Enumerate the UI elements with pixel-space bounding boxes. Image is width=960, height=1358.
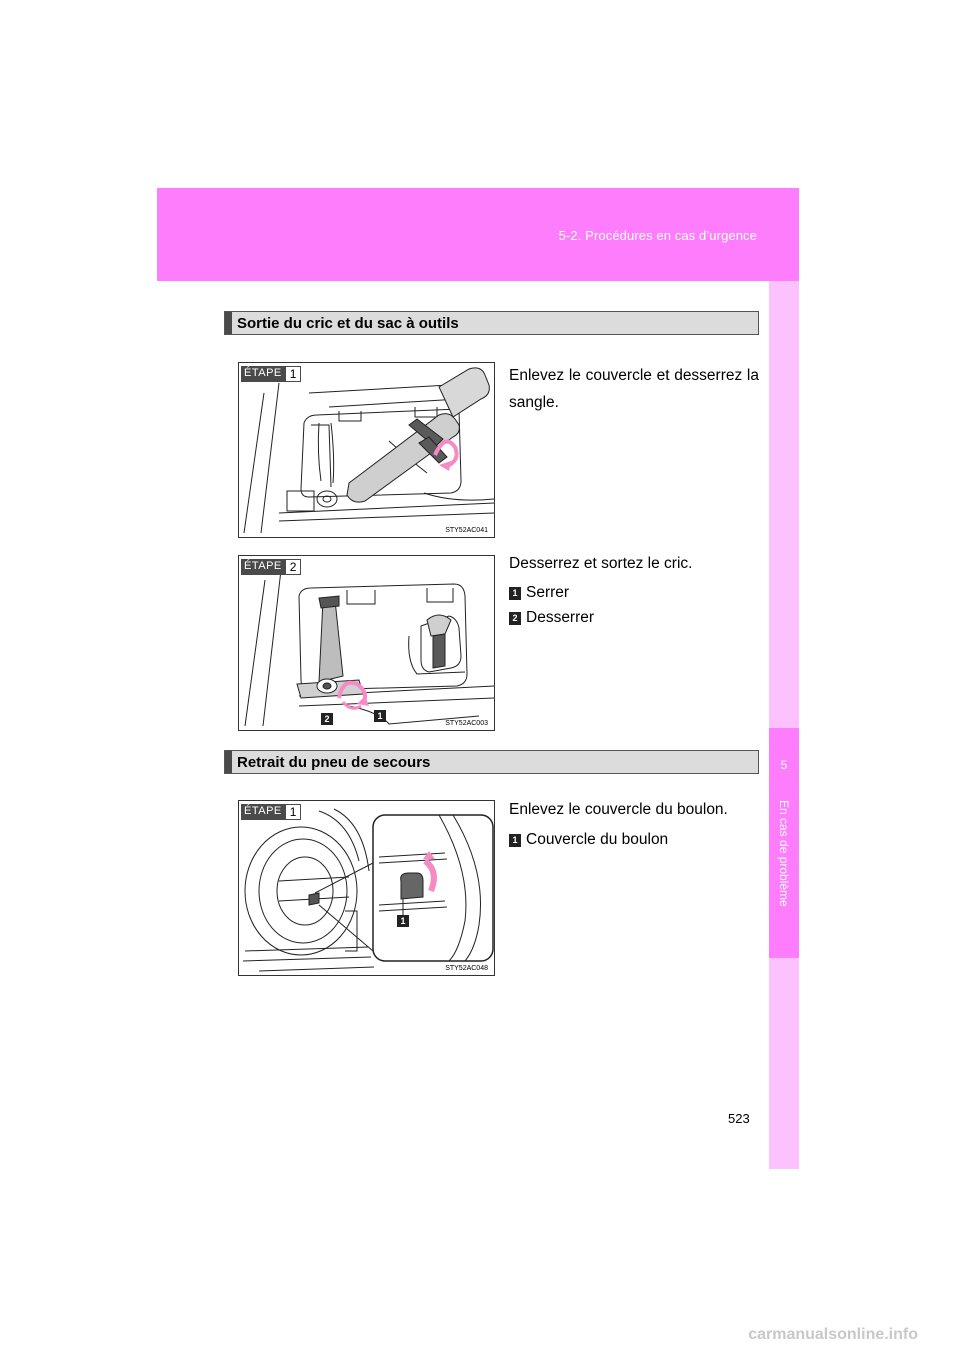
step-label: ÉTAPE 2 [241,559,302,575]
section-title: Sortie du cric et du sac à outils [237,315,459,332]
figure-bolt-cover: ÉTAPE 1 1 STY52AC048 [238,800,495,976]
list-label: Serrer [526,584,570,601]
figure-loosen-jack: ÉTAPE 2 2 1 STY52AC003 [238,555,495,731]
list-item: 2 Desserrer [509,609,594,627]
chapter-tab-label-wrap: En cas de problème [777,800,791,950]
step-label: ÉTAPE 1 [241,804,302,820]
section-accent [225,751,232,773]
step-number: 1 [284,804,302,820]
illustration-loosen-jack [244,569,494,727]
step-number: 2 [284,559,302,575]
list-label: Couvercle du boulon [526,831,669,848]
step-word: ÉTAPE [241,804,285,820]
chapter-side-tab[interactable] [769,728,799,958]
list-badge: 2 [509,611,521,625]
step-word: ÉTAPE [241,559,285,575]
figure-code: STY52AC041 [445,527,488,534]
step-number: 1 [284,366,302,382]
page-number: 523 [728,1111,750,1126]
step-instruction: Desserrez et sortez le cric. [509,555,693,572]
section-header-spare-tire: Retrait du pneu de secours [224,750,759,774]
section-title: Retrait du pneu de secours [237,754,431,771]
callout-bolt-cover: 1 [397,915,409,927]
section-header-jack-removal: Sortie du cric et du sac à outils [224,311,759,335]
chapter-header-band: 5-2. Procédures en cas d’urgence [157,188,799,281]
list-badge: 1 [509,833,521,847]
step-instruction: Enlevez le couvercle et desserrez la san… [509,367,759,411]
side-tab-background [769,281,799,1169]
step-instruction: Enlevez le couvercle du boulon. [509,801,728,818]
figure-remove-cover: ÉTAPE 1 STY52AC041 [238,362,495,538]
figure-code: STY52AC048 [445,965,488,972]
step-word: ÉTAPE [241,366,285,382]
list-label: Desserrer [526,609,595,626]
list-item: 1 Serrer [509,584,569,602]
illustration-bolt-cover [242,808,494,972]
watermark: carmanualsonline.info [748,1326,918,1343]
illustration-remove-cover [243,367,494,534]
step-label: ÉTAPE 1 [241,366,302,382]
chapter-tab-label: En cas de problème [777,800,791,907]
callout-tighten: 1 [374,710,386,722]
figure-code: STY52AC003 [445,720,488,727]
chapter-title: 5-2. Procédures en cas d’urgence [558,228,757,243]
chapter-tab-number: 5 [780,758,788,772]
list-badge: 1 [509,586,521,600]
callout-loosen: 2 [321,713,333,725]
section-accent [225,312,232,334]
list-item: 1 Couvercle du boulon [509,831,668,849]
